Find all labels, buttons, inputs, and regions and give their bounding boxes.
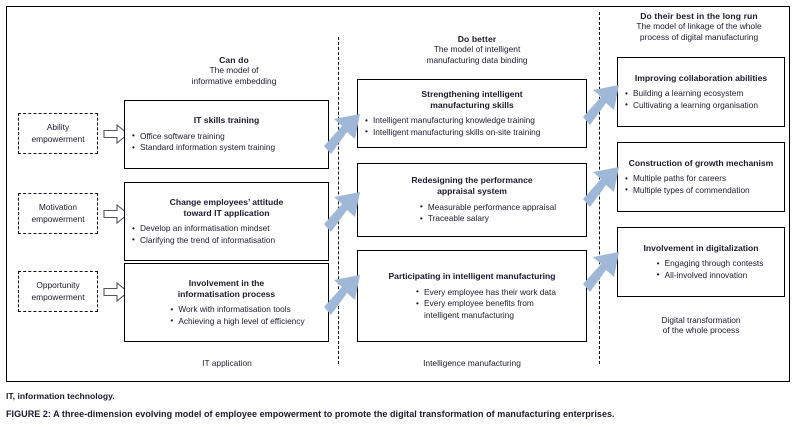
diagram-frame: Can do The model of informative embeddin… [6,6,790,382]
node-title: Strengthening intelligent manufacturing … [421,88,523,110]
blue-arrow-col1-to-col2-middle-icon [324,192,366,232]
node-change-attitude: Change employees’ attitude toward IT app… [124,182,329,261]
node-title: Construction of growth mechanism [628,157,774,168]
node-improving-collaboration: Improving collaboration abilities Buildi… [617,57,785,127]
node-bullet-list: Measurable performance appraisal Traceab… [388,201,556,225]
hollow-arrow-motivation-icon [103,204,129,224]
node-bullet-list: Every employee has their work data Every… [388,286,556,321]
node-bullet: Engaging through contests [657,258,764,270]
node-bullet: Office software training [132,130,321,142]
column-heading-do-better: Do better The model of intelligent manuf… [362,34,592,65]
node-bullet-list: Work with informatisation tools Achievin… [148,304,304,327]
column-heading-can-do: Can do The model of informative embeddin… [139,55,329,86]
column-heading-subtitle: The model of linkage of the whole proces… [636,21,762,42]
column-heading-do-their-best: Do their best in the long run The model … [609,11,789,42]
driver-box-opportunity: Opportunity empowerment [18,271,98,312]
figure-caption: FIGURE 2: A three-dimension evolving mod… [6,409,615,419]
zone-label-intelligence-manufacturing: Intelligence manufacturing [377,347,567,368]
node-bullet: Cultivating a learning organisation [625,99,777,111]
zone-label-text: IT application [202,357,252,368]
node-title: Improving collaboration abilities [634,72,768,83]
node-bullet: Work with informatisation tools [170,304,304,316]
blue-arrow-col1-to-col2-top-icon [324,114,366,154]
node-bullet: Every employee has their work data [416,286,556,298]
hollow-arrow-ability-icon [103,124,129,144]
node-title: Participating in intelligent manufacturi… [388,270,556,281]
node-bullet-list: Engaging through contests All-involved i… [639,258,764,281]
node-redesigning-appraisal: Redesigning the performance appraisal sy… [357,163,587,237]
node-bullet-list: Building a learning ecosystem Cultivatin… [625,88,777,111]
driver-label: Motivation empowerment [31,202,85,224]
node-title: Change employees’ attitude toward IT app… [169,196,284,218]
column-heading-title: Do better [457,34,497,44]
driver-label: Opportunity empowerment [31,280,85,302]
node-growth-mechanism: Construction of growth mechanism Multipl… [617,142,785,212]
node-bullet: Every employee benefits from intelligent… [416,298,556,321]
node-it-skills-training: IT skills training Office software train… [124,100,329,169]
node-bullet: All-involved innovation [657,269,764,281]
node-title: Involvement in the informatisation proce… [177,277,276,299]
node-title: Redesigning the performance appraisal sy… [411,175,533,197]
driver-box-motivation: Motivation empowerment [18,193,98,234]
zone-label-digital-transformation: Digital transformation of the whole proc… [621,304,781,336]
node-bullet: Measurable performance appraisal [420,201,556,213]
node-bullet: Develop an informatisation mindset [132,223,321,235]
node-bullet: Achieving a high level of efficiency [170,315,304,327]
node-bullet: Multiple paths for careers [625,173,777,185]
node-involvement-digitalization: Involvement in digitalization Engaging t… [617,227,785,297]
abbreviation-note: IT, information technology. [6,391,115,401]
column-heading-title: Can do [219,55,249,65]
hollow-arrow-opportunity-icon [103,282,129,302]
node-bullet-list: Develop an informatisation mindset Clari… [132,223,321,246]
node-participating-intelligent-manufacturing: Participating in intelligent manufacturi… [357,250,587,342]
node-bullet-list: Intelligent manufacturing knowledge trai… [365,115,579,138]
node-bullet-list: Office software training Standard inform… [132,130,321,154]
node-strengthening-skills: Strengthening intelligent manufacturing … [357,79,587,148]
blue-arrow-col2-to-col3-middle-icon [583,167,625,207]
driver-box-ability: Ability empowerment [18,113,98,154]
node-title: Involvement in digitalization [643,242,759,253]
driver-label: Ability empowerment [31,122,85,144]
node-bullet-list: Multiple paths for careers Multiple type… [625,173,777,196]
node-bullet: Traceable salary [420,213,556,225]
column-heading-subtitle: The model of informative embedding [191,65,277,86]
node-bullet: Intelligent manufacturing knowledge trai… [365,115,579,127]
node-bullet: Standard information system training [132,142,321,154]
node-title: IT skills training [193,115,260,126]
column-heading-subtitle: The model of intelligent manufacturing d… [426,44,528,65]
node-bullet: Building a learning ecosystem [625,88,777,100]
node-bullet: Multiple types of commendation [625,184,777,196]
node-bullet: Clarifying the trend of informatisation [132,234,321,246]
blue-arrow-col2-to-col3-top-icon [583,85,625,125]
blue-arrow-col1-to-col2-bottom-icon [324,275,366,315]
node-involvement-informatisation: Involvement in the informatisation proce… [124,263,329,342]
zone-label-text: Digital transformation of the whole proc… [661,314,741,336]
zone-label-it-application: IT application [157,347,297,368]
blue-arrow-col2-to-col3-bottom-icon [583,252,625,292]
zone-label-text: Intelligence manufacturing [423,357,521,368]
node-bullet: Intelligent manufacturing skills on-site… [365,126,579,138]
column-heading-title: Do their best in the long run [640,11,758,21]
